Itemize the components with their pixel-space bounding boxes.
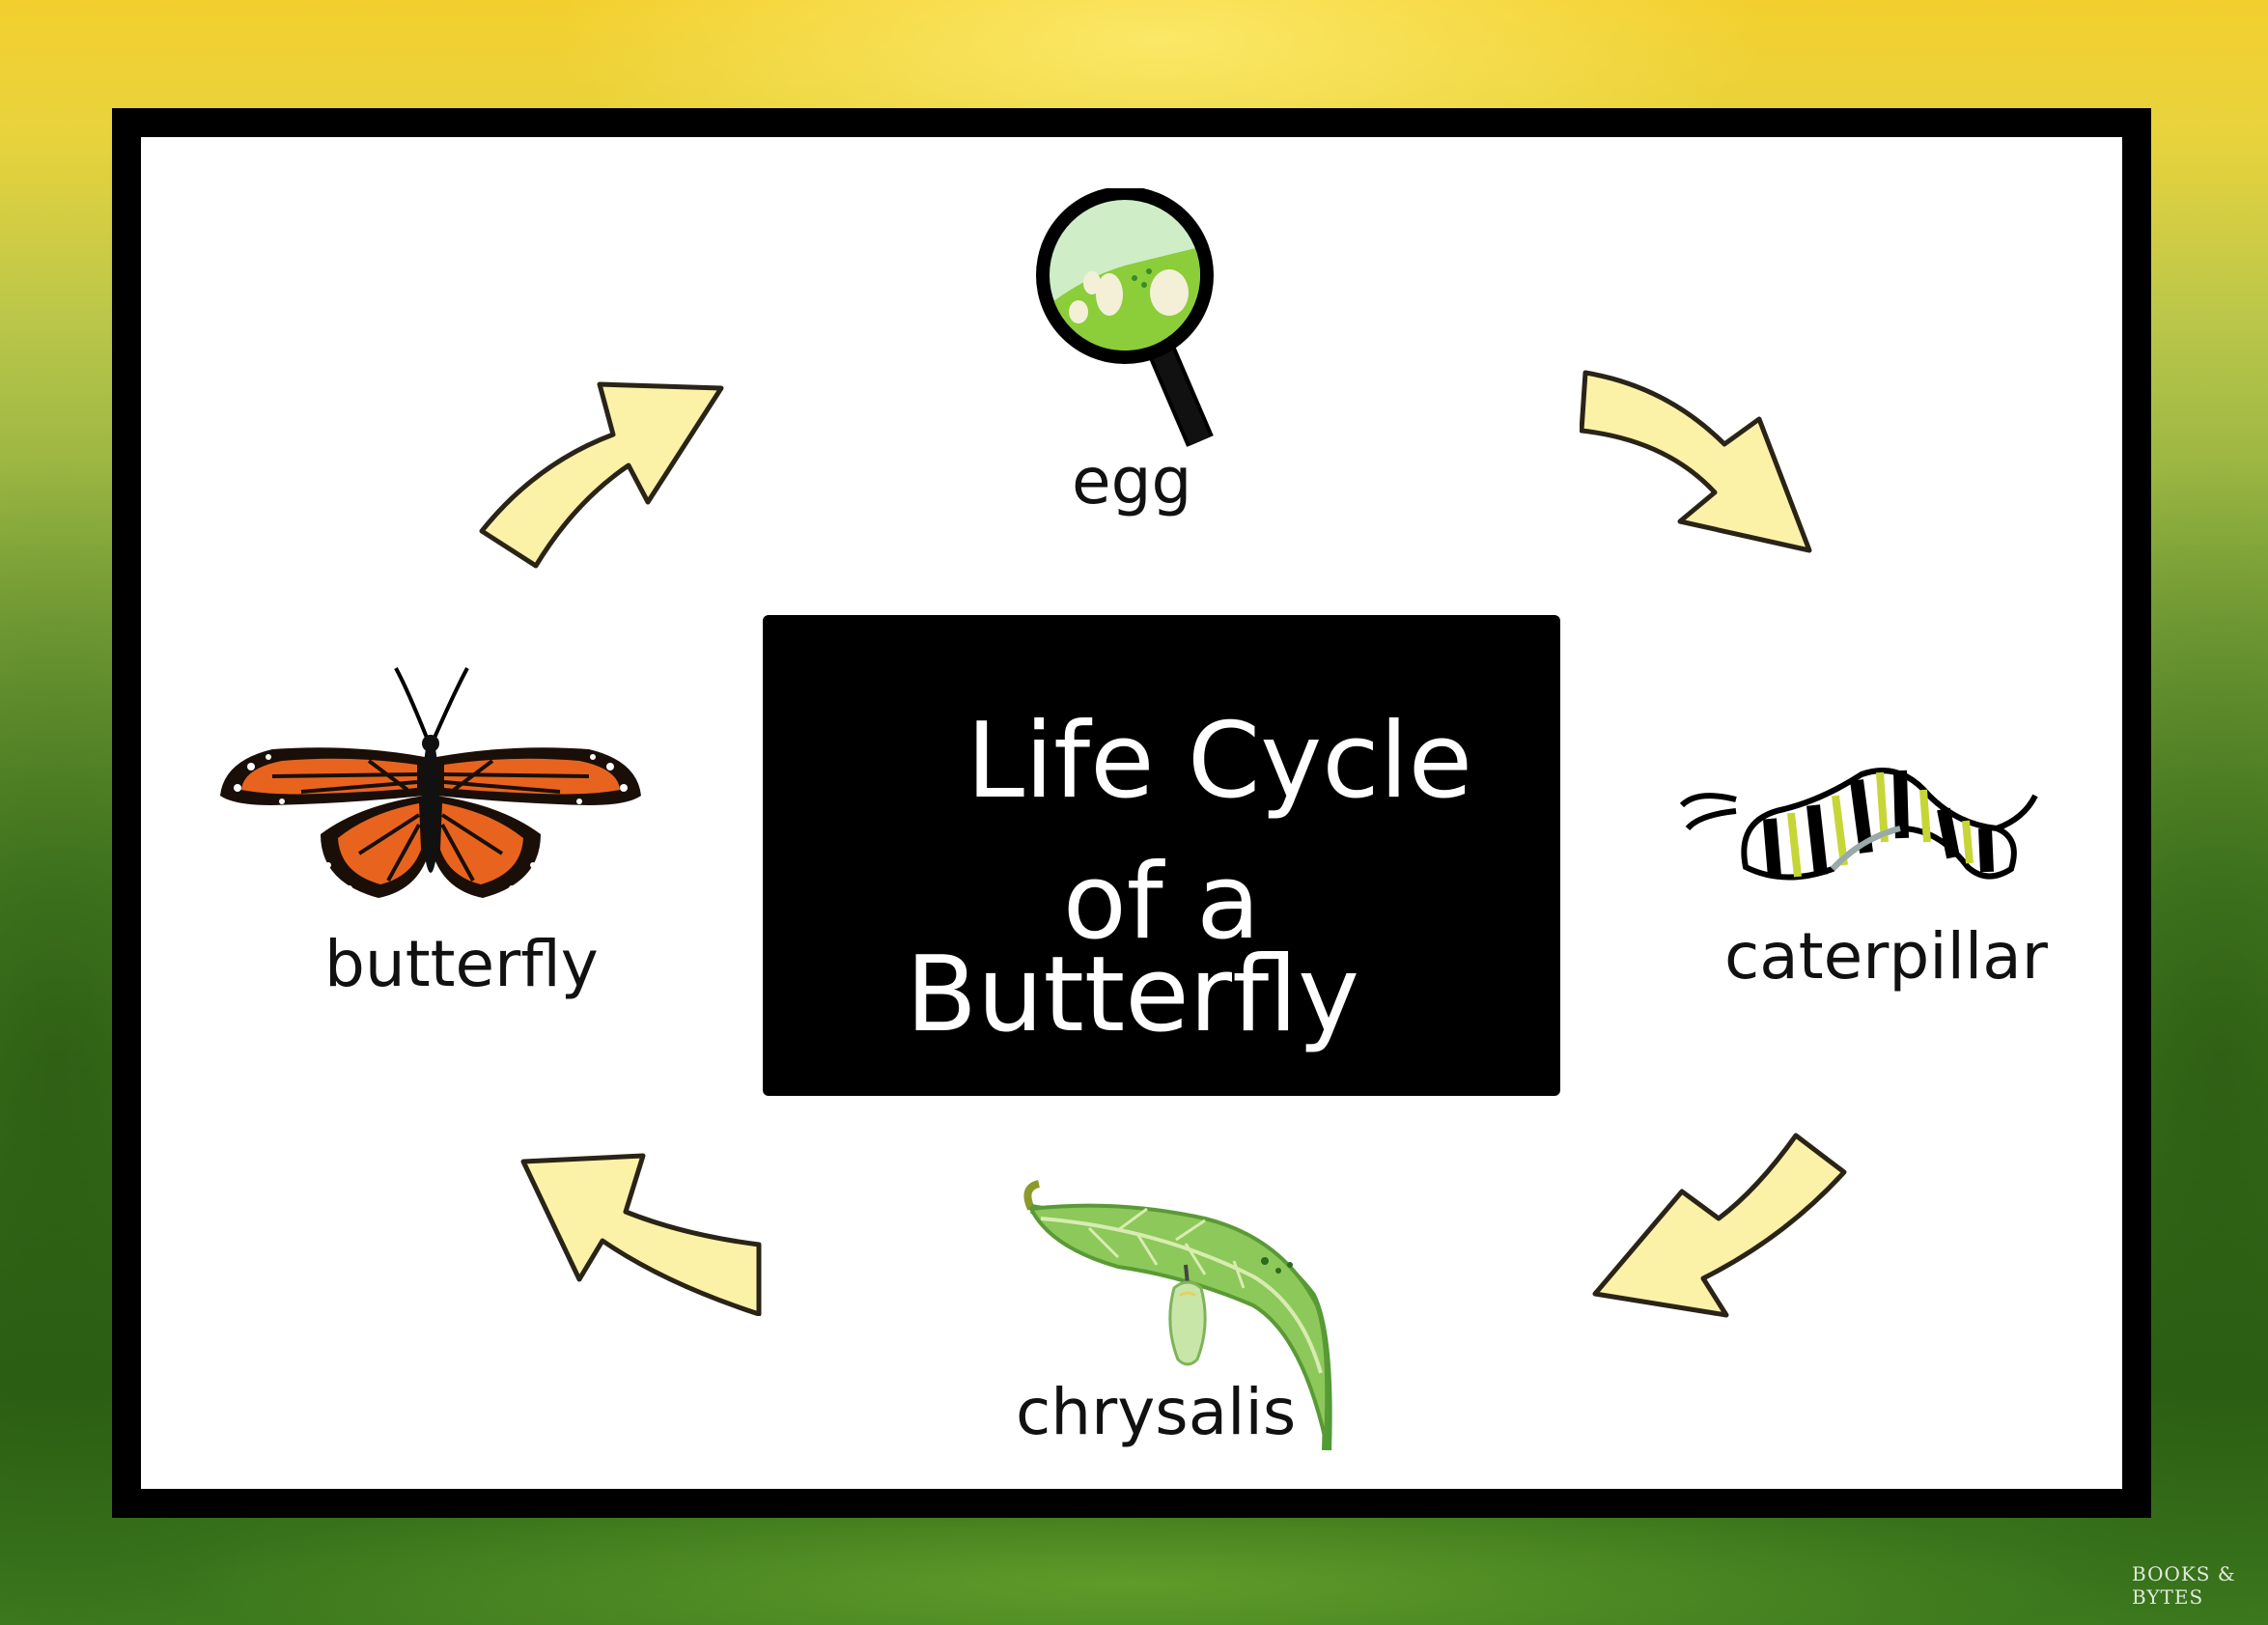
arrow-egg-to-caterpillar-icon	[1580, 370, 1812, 553]
arrow-butterfly-to-egg-icon	[479, 381, 724, 569]
title-line-3: Butterfly	[905, 935, 1360, 1055]
stage-label-butterfly: butterfly	[324, 927, 599, 1001]
caterpillar-icon	[1679, 768, 2038, 881]
stage-label-egg: egg	[1072, 444, 1192, 518]
title-box: Life Cycle of a Butterfly	[763, 615, 1560, 1096]
watermark: BOOKS & BYTES	[2132, 1562, 2236, 1609]
arrow-caterpillar-to-chrysalis-icon	[1592, 1133, 1847, 1318]
title-line-2: of a	[1062, 842, 1261, 963]
monarch-butterfly-icon	[220, 667, 641, 898]
chrysalis-leaf-icon	[1023, 1180, 1332, 1451]
magnifier-egg-icon	[1036, 188, 1214, 447]
title-line-1: Life Cycle	[966, 701, 1473, 822]
stage-label-caterpillar: caterpillar	[1724, 919, 2048, 994]
arrow-chrysalis-to-butterfly-icon	[520, 1153, 762, 1316]
stage-label-chrysalis: chrysalis	[1016, 1375, 1297, 1449]
